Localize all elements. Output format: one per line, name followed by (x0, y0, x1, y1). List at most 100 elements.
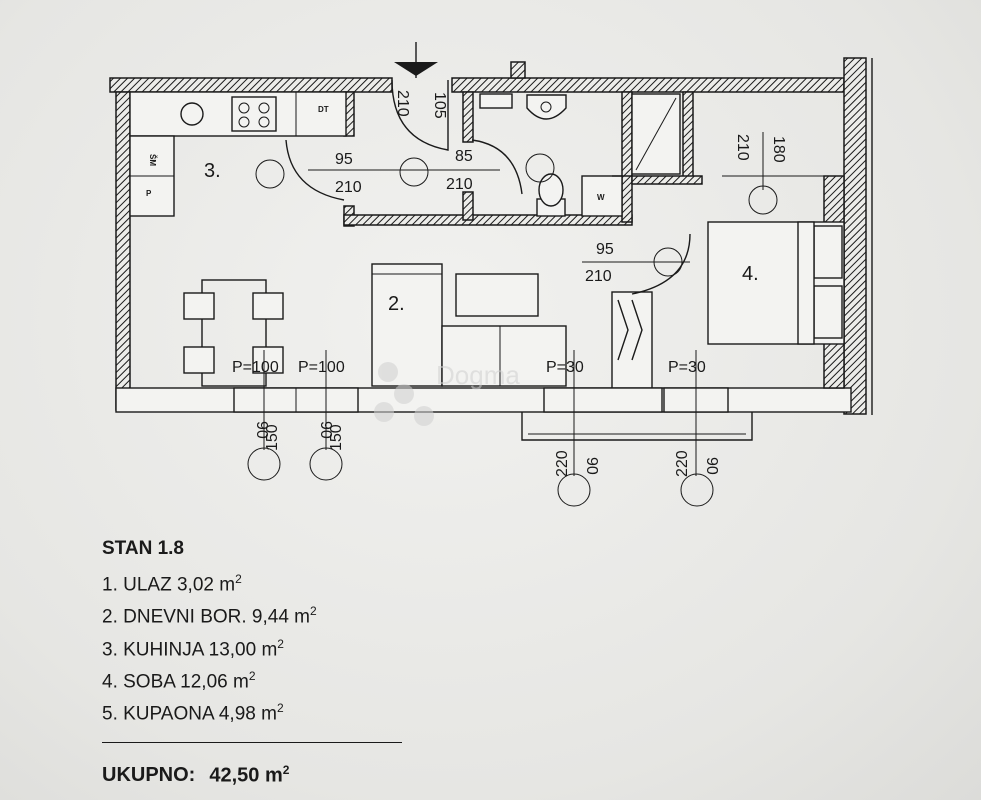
legend-item-text: 3. KUHINJA 13,00 m (102, 638, 278, 660)
kitchen-door-swing (285, 139, 345, 201)
annotation-markers (247, 153, 778, 507)
watermark-logo-icon (394, 384, 414, 404)
legend-item-bedroom: 4. SOBA 12,06 m2 (102, 663, 402, 695)
pillow-icon (813, 225, 843, 279)
shower-diagonal (635, 97, 677, 171)
window-4-width: 220 (674, 450, 691, 477)
wall-bath-right-low (621, 175, 633, 223)
wall-vent-stack (510, 61, 526, 79)
drain-icon (540, 101, 552, 113)
legend-item-text: 2. DNEVNI BOR. 9,44 m (102, 606, 311, 628)
watermark-logo-icon (378, 362, 398, 382)
legend-item-sup: 2 (310, 604, 317, 619)
washing-machine-icon (581, 175, 623, 217)
door-labels: 105 210 95 210 85 210 95 210 180 210 (335, 90, 787, 285)
watermark-logo-icon (374, 402, 394, 422)
door-2-marker (255, 159, 285, 189)
legend-item-text: 5. KUPAONA 4,98 m (102, 703, 277, 725)
legend-item-sup: 2 (277, 636, 284, 651)
burner-icon (258, 102, 270, 114)
window-3-height: 90 (583, 457, 600, 475)
dishwasher-label: DT (318, 105, 329, 114)
chair-icon (183, 292, 215, 320)
kitchen-counter: DT ŠM P (129, 91, 347, 217)
bedroom-furniture (611, 175, 845, 389)
room-3-label: 3. (204, 160, 221, 182)
legend-item-sup: 2 (235, 572, 242, 586)
burner-icon (238, 116, 250, 128)
wall-bath-right (621, 91, 633, 181)
window-labels: P=100 P=100 P=30 P=30 150 90 150 90 220 … (232, 359, 720, 477)
legend-divider (102, 741, 402, 743)
door-5-height: 210 (734, 134, 751, 161)
chair-icon (252, 346, 284, 374)
chair-icon (183, 346, 215, 374)
wall-shower-bottom (631, 175, 703, 185)
bedroom-door-swing (631, 233, 691, 295)
window-1-marker (247, 447, 281, 481)
window-2-width: 150 (328, 424, 345, 451)
washing-machine-label: W (597, 193, 605, 202)
window-2-marker (309, 447, 343, 481)
burner-icon (238, 102, 250, 114)
chair-icon (252, 292, 284, 320)
sofa-chaise-icon (441, 325, 567, 387)
floor-plan: DT ŠM P W (109, 42, 873, 507)
wall-top-left (109, 77, 393, 93)
door-1-width: 105 (431, 92, 448, 119)
door-2-height: 210 (335, 179, 362, 196)
area-legend: STAN 1.8 1. ULAZ 3,02 m2 2. DNEVNI BOR. … (102, 538, 402, 787)
burner-icon (258, 116, 270, 128)
watermark-text: Dogma (436, 360, 520, 390)
wall-bottom (115, 387, 852, 413)
total-value: 42,50 m (209, 764, 283, 787)
kitchen-counter-top (129, 91, 347, 137)
window-3-frame (543, 387, 663, 413)
total-area: UKUPNO:42,50 m2 (102, 763, 402, 788)
door-5-width: 180 (770, 136, 787, 163)
door-4-height: 210 (585, 268, 612, 285)
legend-item-text: 1. ULAZ 3,02 m (102, 574, 236, 596)
washer-box-label: ŠM (148, 154, 157, 166)
door-2-width: 95 (335, 151, 353, 168)
wall-bath-left-low (462, 191, 474, 221)
door-3-marker (525, 153, 555, 183)
wardrobe-icon (611, 291, 653, 389)
bathroom-fixtures: W (479, 93, 681, 217)
door-4-width: 95 (596, 241, 614, 258)
door-1-marker (399, 157, 429, 187)
washbasin-icon (526, 94, 567, 120)
headboard-icon (797, 221, 815, 345)
door-3-height: 210 (446, 176, 473, 193)
cooktop-icon (231, 96, 277, 132)
window-3-marker (557, 473, 591, 507)
watermark: Dogma (374, 360, 520, 426)
total-label: UKUPNO: (102, 764, 196, 787)
bath-shelf-icon (479, 93, 513, 109)
door-4-marker (653, 247, 683, 277)
legend-item-text: 4. SOBA 12,06 m (102, 671, 249, 693)
legend-item-bathroom: 5. KUPAONA 4,98 m2 (102, 695, 402, 727)
pillow-icon (813, 285, 843, 339)
dining-table (183, 279, 284, 387)
window-4-marker (680, 473, 714, 507)
window-3-width: 220 (554, 450, 571, 477)
door-1-height: 210 (394, 90, 411, 117)
wall-left (115, 91, 131, 411)
window-1-width: 150 (264, 424, 281, 451)
apartment-title: STAN 1.8 (102, 538, 185, 559)
wall-shower-right (682, 91, 694, 181)
legend-item-living-room: 2. DNEVNI BOR. 9,44 m2 (102, 598, 402, 630)
table-top (201, 279, 267, 387)
window-4-height: 90 (703, 457, 720, 475)
sink-icon (180, 102, 204, 126)
door-5-marker (748, 185, 778, 215)
window-3-sill: P=30 (546, 359, 584, 376)
pantry-label: P (146, 189, 152, 198)
coffee-table-icon (455, 273, 539, 317)
room-2-label: 2. (388, 293, 405, 315)
door-3-width: 85 (455, 148, 473, 165)
legend-item-sup: 2 (248, 668, 256, 683)
bath-door-swing (471, 139, 523, 195)
entrance-door-swing (391, 79, 449, 151)
